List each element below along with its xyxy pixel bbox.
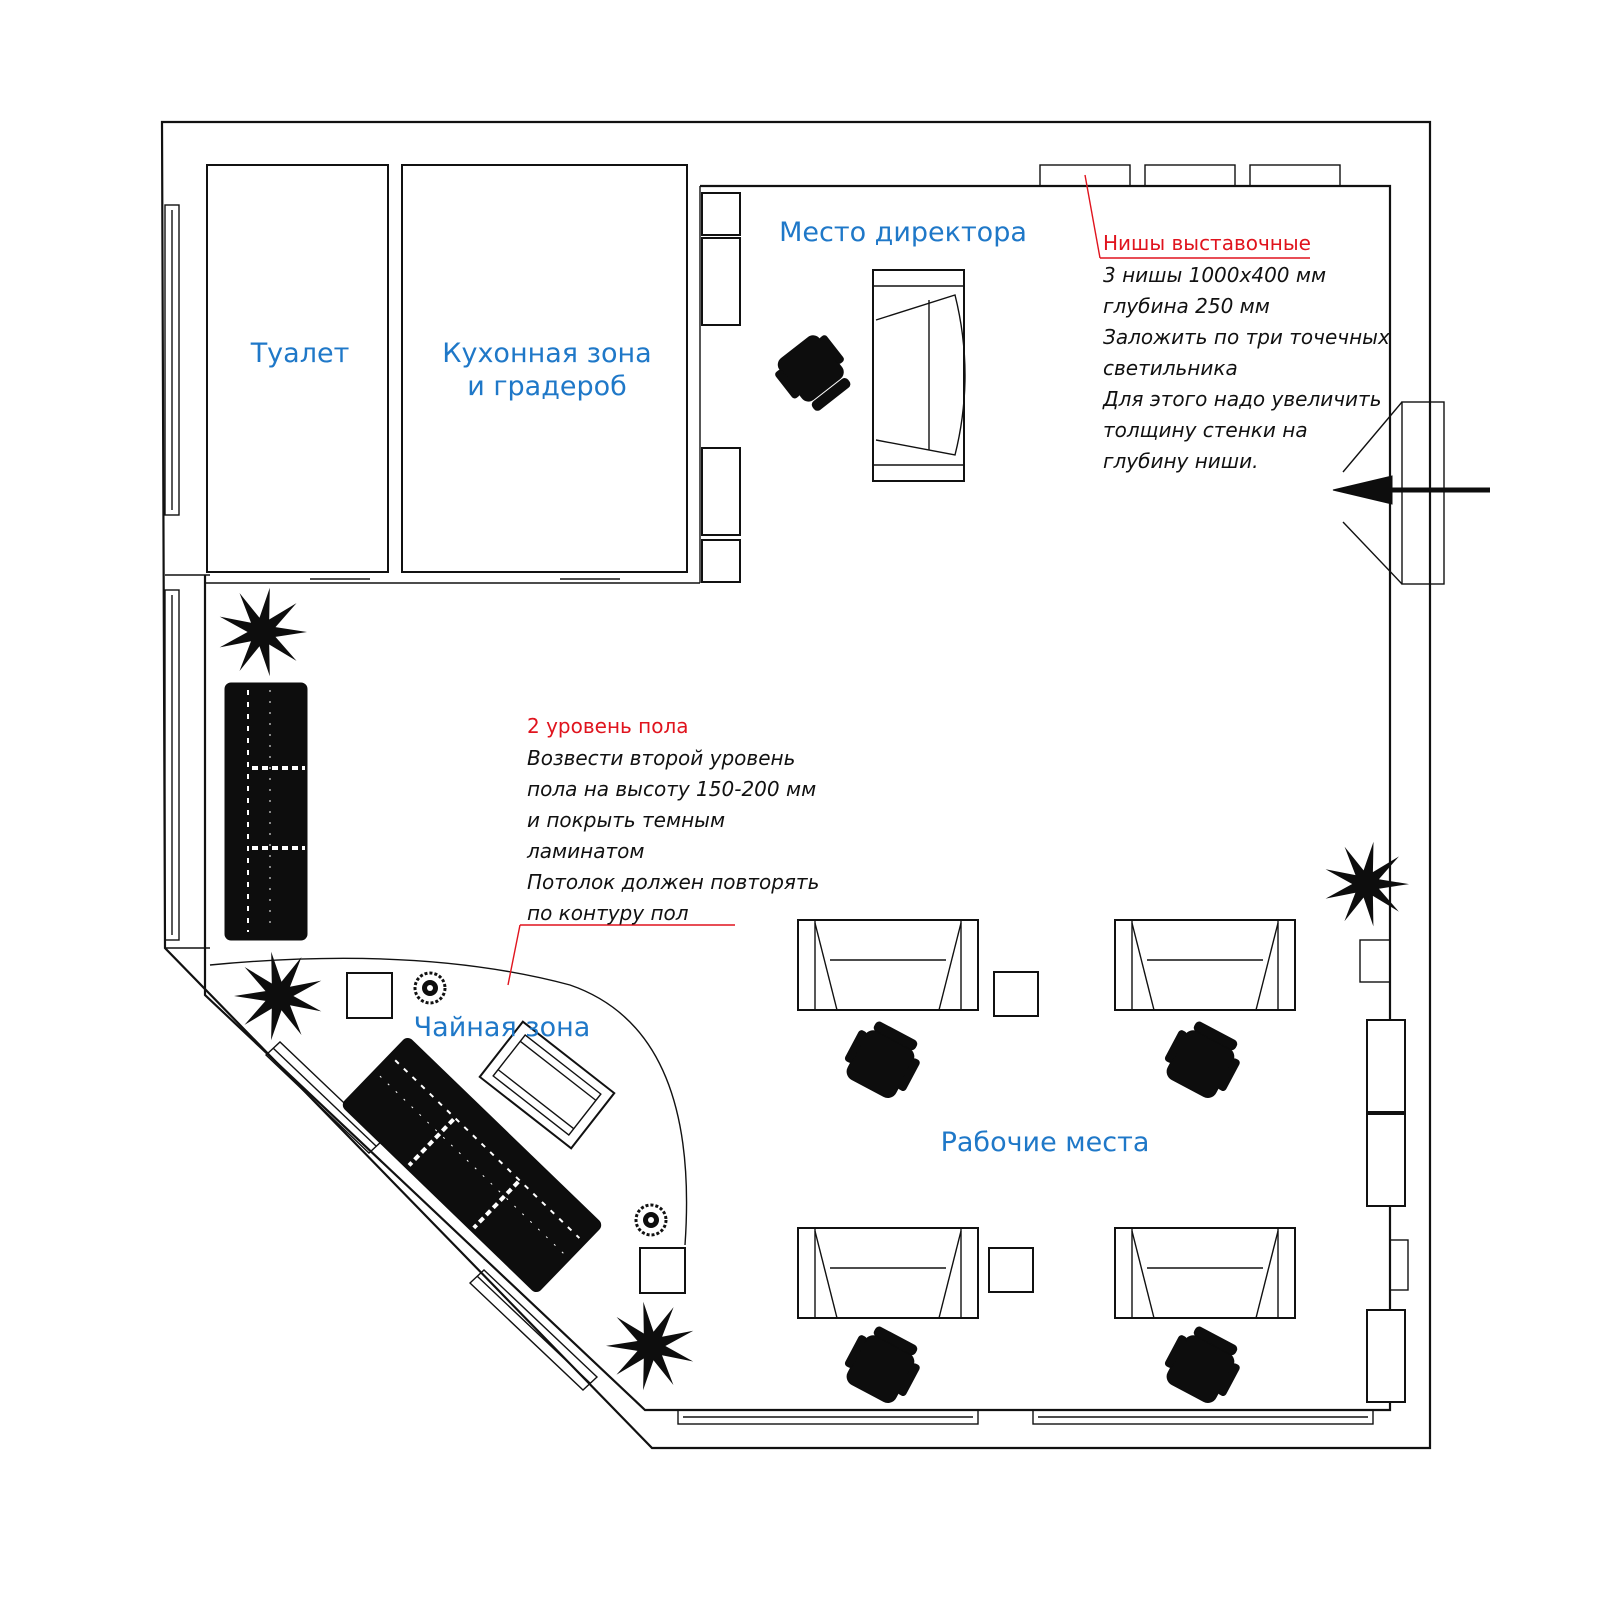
work-desk-1 — [797, 919, 979, 1011]
floor-note-line: пола на высоту 150-200 мм — [527, 777, 816, 801]
partition-cabinets — [701, 192, 741, 583]
sofa-icon — [224, 682, 308, 941]
label-workplaces: Рабочие места — [941, 1127, 1150, 1158]
label-kitchen-line2: и градероб — [467, 371, 627, 402]
label-kitchen-line1: Кухонная зона — [442, 338, 651, 369]
office-chair-icon — [775, 335, 851, 411]
niche-note-line: глубина 250 мм — [1103, 294, 1270, 318]
vase-icon — [413, 971, 668, 1237]
side-tables — [346, 971, 1039, 1294]
plant-icon — [219, 587, 1409, 1391]
floor-note: 2 уровень пола Возвести второй уровень п… — [526, 714, 819, 925]
floor-note-line: Потолок должен повторять — [527, 870, 819, 894]
work-chair-1 — [844, 1021, 920, 1098]
kitchen-room — [401, 164, 688, 573]
display-niches — [1039, 164, 1341, 187]
niche-note-line: Заложить по три точечных — [1103, 325, 1390, 349]
work-chair-3 — [844, 1326, 920, 1403]
work-chair-4 — [1164, 1326, 1240, 1403]
niche-note-line: глубину ниши. — [1103, 449, 1258, 473]
label-tea-zone: Чайная зона — [414, 1012, 591, 1043]
work-chair-2 — [1164, 1021, 1240, 1098]
label-toilet: Туалет — [250, 338, 350, 369]
niche-note: Нишы выставочные 3 нишы 1000х400 мм глуб… — [1102, 231, 1390, 473]
plant-icon — [606, 1301, 694, 1391]
niche-note-line: 3 нишы 1000х400 мм — [1103, 263, 1326, 287]
plant-icon — [1325, 841, 1409, 927]
entrance-door[interactable] — [1342, 401, 1445, 585]
label-director: Место директора — [779, 217, 1027, 248]
bottom-windows — [677, 1409, 1374, 1425]
floor-note-line: и покрыть темным — [527, 808, 725, 832]
room-labels: Туалет Кухонная зона и градероб Место ди… — [250, 217, 1150, 1158]
tea-table — [478, 1020, 616, 1150]
tea-sofa — [342, 1037, 602, 1293]
plant-icon — [219, 587, 307, 677]
plant-icon — [234, 951, 322, 1041]
toilet-room — [206, 164, 389, 573]
niche-note-leader — [1084, 174, 1310, 259]
floor-note-line: ламинатом — [526, 839, 644, 863]
raised-floor-contour — [209, 924, 735, 1246]
work-desk-2 — [1114, 919, 1296, 1011]
niche-note-line: Для этого надо увеличить — [1102, 387, 1381, 411]
utility-partition — [205, 186, 701, 584]
niche-note-title: Нишы выставочные — [1103, 231, 1311, 255]
floor-note-line: по контуру пол — [527, 901, 689, 925]
niche-note-line: светильника — [1103, 356, 1238, 380]
work-desk-3 — [797, 1227, 979, 1319]
right-cabinets — [1359, 939, 1409, 1403]
entrance-arrow-icon — [1332, 475, 1490, 505]
floor-note-title: 2 уровень пола — [527, 714, 689, 738]
work-desk-4 — [1114, 1227, 1296, 1319]
director-desk — [872, 269, 966, 482]
niche-note-line: толщину стенки на — [1103, 418, 1308, 442]
floor-note-line: Возвести второй уровень — [527, 746, 795, 770]
left-windows — [164, 204, 210, 949]
